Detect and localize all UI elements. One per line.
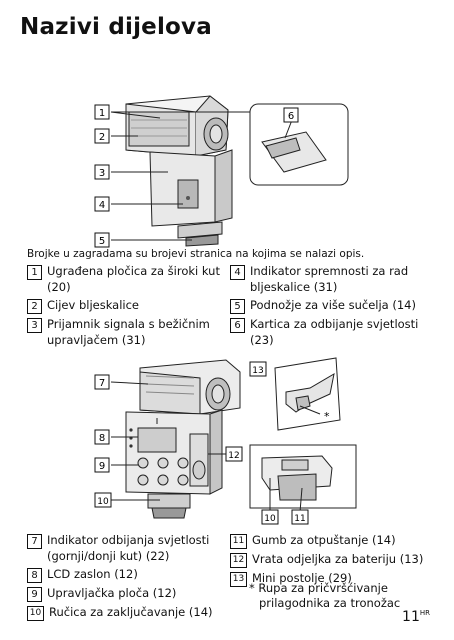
callout-8: 8 [99, 433, 105, 444]
item-number: 5 [230, 299, 245, 314]
list-top-left: 1 Ugrađena pločica za široki kut (20) 2 Ci… [27, 264, 222, 351]
item-text: Mini postolje (29) [252, 571, 352, 585]
list-item: 3 Prijamnik signala s bežičnim upravljače… [27, 317, 222, 348]
item-text: Gumb za otpuštanje (14) [252, 533, 396, 547]
footnote-line-1: * Rupa za pričvršćivanje [249, 581, 388, 595]
callout-10-inset: 10 [264, 514, 276, 524]
list-item: 2 Cijev bljeskalice [27, 298, 222, 314]
item-number: 1 [27, 265, 42, 280]
page-number: 11HR [402, 609, 430, 625]
list-item: 9 Upravljačka ploča (12) [27, 586, 227, 602]
item-number: 4 [230, 265, 245, 280]
item-number: 11 [230, 534, 247, 549]
list-item: 8 LCD zaslon (12) [27, 567, 227, 583]
callouts-bottom: 7 8 9 10 12 13 * 10 11 [94, 361, 330, 525]
footnote-line-2: prilagodnika za tronožac [259, 596, 401, 610]
item-number: 6 [230, 318, 245, 333]
callout-1: 1 [99, 108, 105, 119]
callout-6: 6 [288, 111, 294, 122]
callout-4: 4 [99, 200, 105, 211]
callouts-top: 1 2 3 4 5 6 [94, 104, 299, 248]
item-number: 12 [230, 553, 247, 568]
page-note: Brojke u zagradama su brojevi stranica n… [27, 248, 365, 260]
item-number: 9 [27, 587, 42, 602]
list-top-right: 4 Indikator spremnosti za rad bljeskalice… [230, 264, 435, 351]
list-item: 12 Vrata odjeljka za bateriju (13) [230, 552, 435, 568]
list-item: 10 Ručica za zaključavanje (14) [27, 605, 227, 621]
item-text: LCD zaslon (12) [47, 567, 138, 581]
item-number: 7 [27, 534, 42, 549]
list-item: 13 Mini postolje (29) [230, 571, 435, 587]
callout-13: 13 [252, 366, 263, 376]
callout-9: 9 [99, 461, 105, 472]
list-item: 5 Podnožje za više sučelja (14) [230, 298, 435, 314]
list-item: 7 Indikator odbijanja svjetlosti (gornji/… [27, 533, 227, 564]
item-number: 2 [27, 299, 42, 314]
item-number: 13 [230, 572, 247, 587]
flash-top-figure [110, 95, 349, 247]
item-text: Prijamnik signala s bežičnim upravljačem… [47, 317, 210, 347]
page-title: Nazivi dijelova [20, 14, 212, 40]
item-text: Ručica za zaključavanje (14) [49, 605, 213, 619]
item-number: 3 [27, 318, 42, 333]
list-item: 6 Kartica za odbijanje svjetlosti (23) [230, 317, 435, 348]
callout-11: 11 [294, 514, 305, 524]
item-text: Ugrađena pločica za široki kut (20) [47, 264, 220, 294]
item-number: 8 [27, 568, 42, 583]
item-text: Cijev bljeskalice [47, 298, 140, 312]
callout-5: 5 [99, 236, 105, 247]
flash-bottom-figure [110, 357, 357, 519]
list-bottom-right: 11 Gumb za otpuštanje (14) 12 Vrata odjelj… [230, 533, 435, 590]
item-number: 10 [27, 606, 44, 621]
callout-2: 2 [99, 132, 105, 143]
item-text: Kartica za odbijanje svjetlosti (23) [250, 317, 419, 347]
callout-3: 3 [99, 168, 105, 179]
page-language: HR [419, 609, 430, 617]
page-number-value: 11 [402, 609, 420, 625]
callout-12: 12 [228, 451, 239, 461]
item-text: Podnožje za više sučelja (14) [250, 298, 416, 312]
callout-7: 7 [99, 378, 105, 389]
list-item: 4 Indikator spremnosti za rad bljeskalice… [230, 264, 435, 295]
list-item: 11 Gumb za otpuštanje (14) [230, 533, 435, 549]
list-bottom-left: 7 Indikator odbijanja svjetlosti (gornji/… [27, 533, 227, 624]
list-item: 1 Ugrađena pločica za široki kut (20) [27, 264, 222, 295]
item-text: Indikator odbijanja svjetlosti (gornji/d… [47, 533, 210, 563]
item-text: Vrata odjeljka za bateriju (13) [252, 552, 424, 566]
callout-asterisk: * [324, 410, 330, 423]
callout-10: 10 [97, 497, 109, 507]
item-text: Indikator spremnosti za rad bljeskalice … [250, 264, 409, 294]
item-text: Upravljačka ploča (12) [47, 586, 177, 600]
